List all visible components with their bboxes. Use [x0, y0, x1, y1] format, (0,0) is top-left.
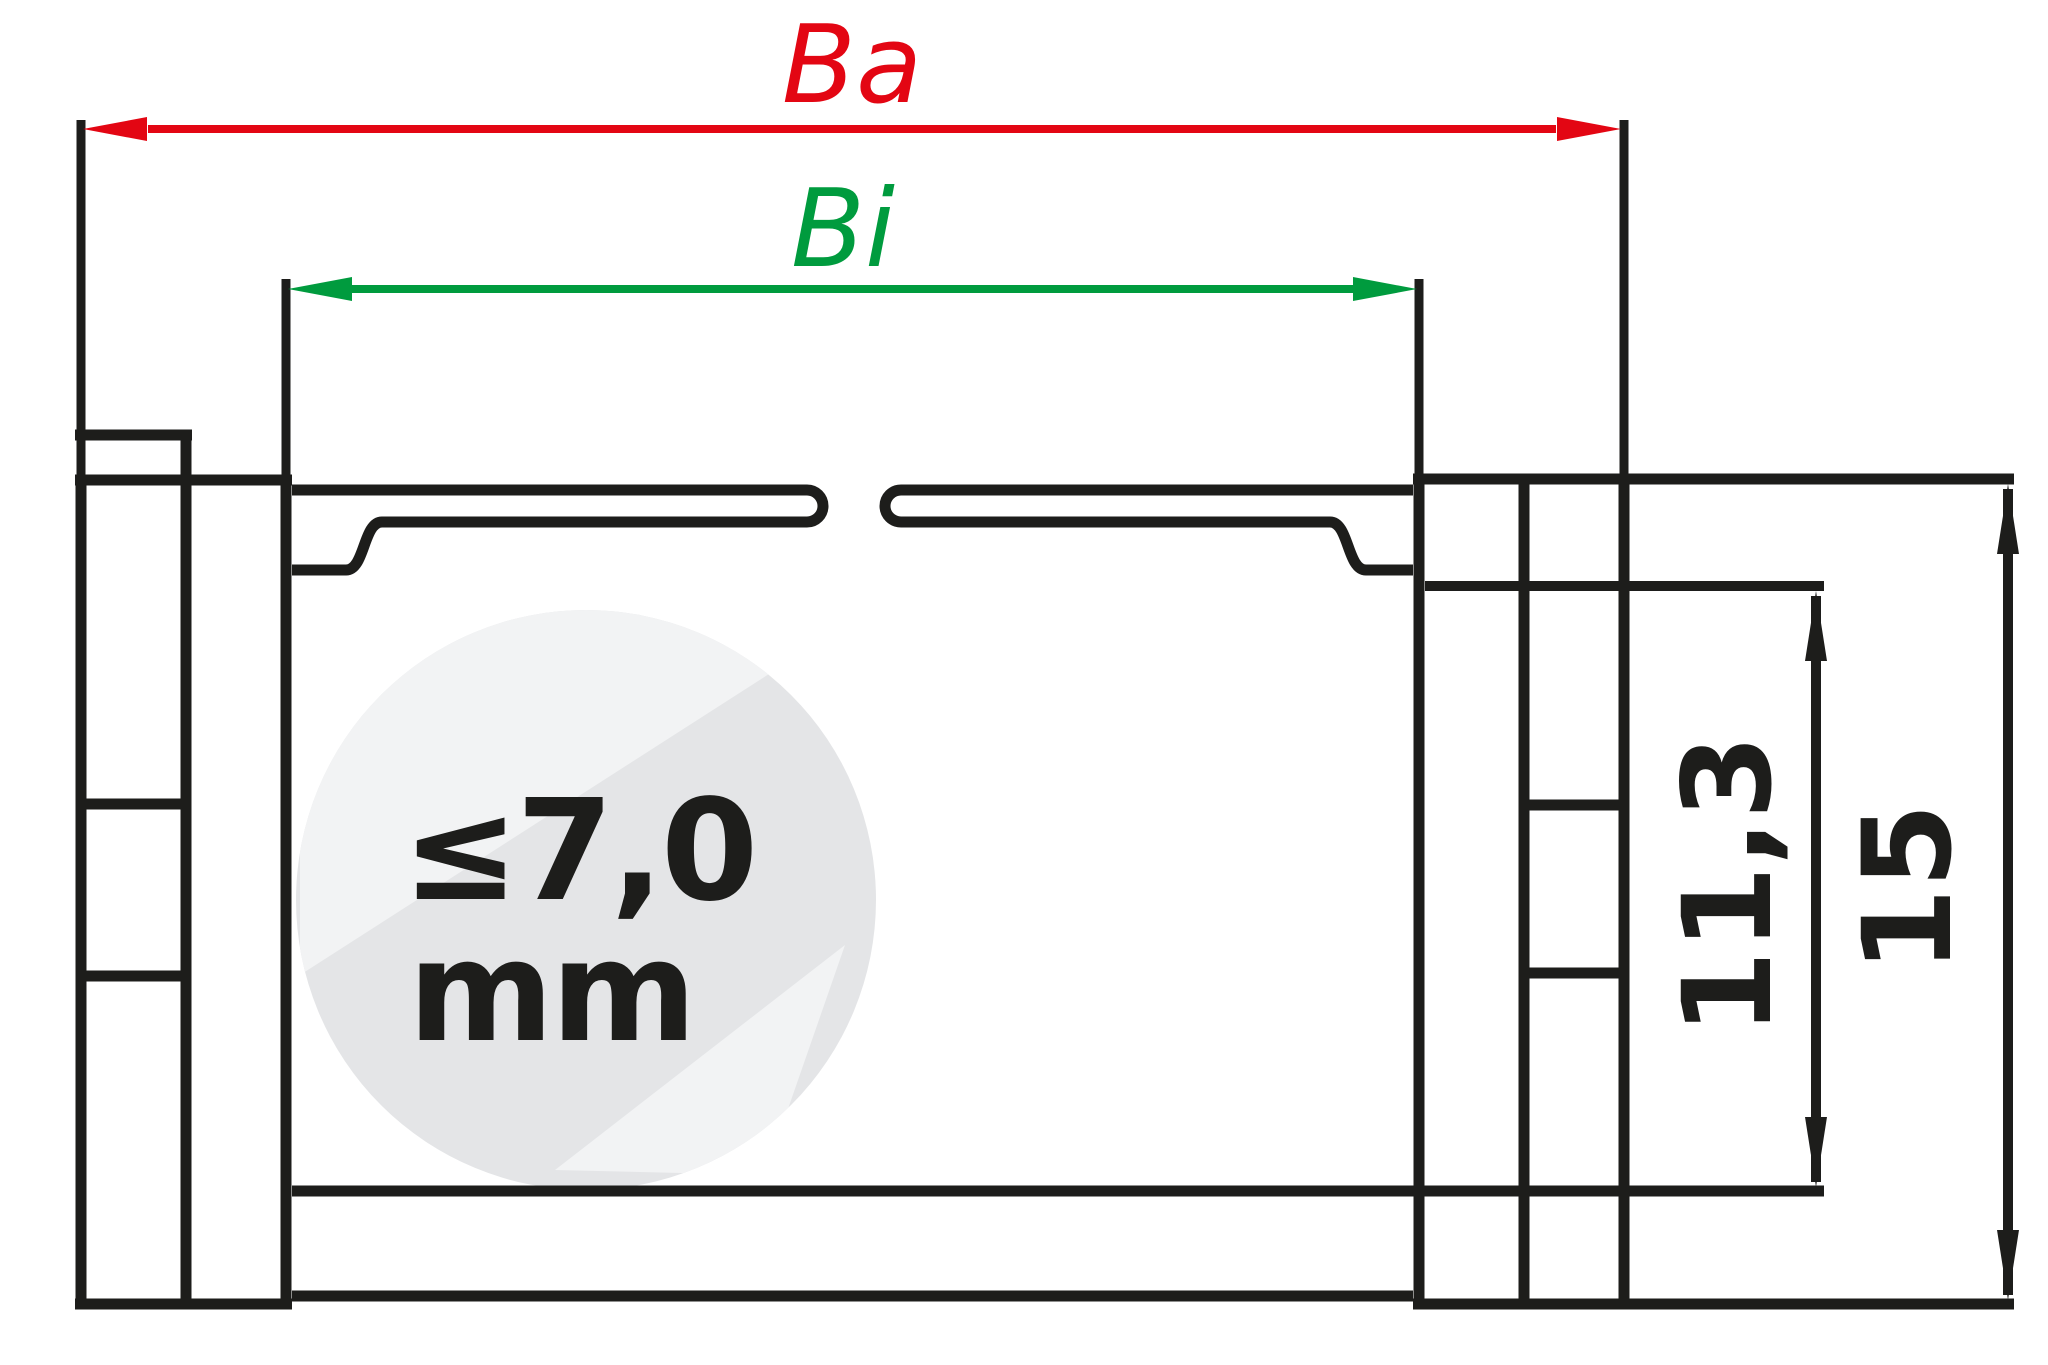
- max-cable-diameter-value: ≤7,0: [402, 770, 755, 933]
- lid-left-half: [292, 484, 829, 576]
- ba-label: Ba: [782, 3, 922, 128]
- bi-label: Bi: [791, 167, 895, 292]
- inner-height-arrowhead-top: [1805, 591, 1827, 661]
- lid-right-half: [879, 484, 1413, 576]
- dimension-outer-width: Ba: [76, 3, 1629, 478]
- max-cable-diameter-unit: mm: [408, 911, 694, 1074]
- outer-height-arrowhead-top: [1997, 484, 2019, 554]
- bi-arrowhead-right: [1353, 277, 1417, 301]
- dimension-inner-width: Bi: [281, 167, 1424, 478]
- watermark-fill-indicator: ≤7,0 mm: [296, 610, 876, 1190]
- outer-height-arrowhead-bottom: [1997, 1230, 2019, 1300]
- dimension-inner-height: 11,3: [1425, 581, 1827, 1187]
- ba-arrowhead-left: [83, 117, 147, 141]
- ba-arrowhead-right: [1557, 117, 1621, 141]
- inner-height-value: 11,3: [1657, 734, 1799, 1035]
- inner-height-arrowhead-bottom: [1805, 1117, 1827, 1187]
- bi-arrowhead-left: [288, 277, 352, 301]
- watermark-arrow-icon: [300, 610, 850, 1175]
- chain-cross-section: [75, 429, 2014, 1310]
- outer-height-value: 15: [1837, 803, 1979, 973]
- dimension-outer-height: 15: [1837, 484, 2019, 1300]
